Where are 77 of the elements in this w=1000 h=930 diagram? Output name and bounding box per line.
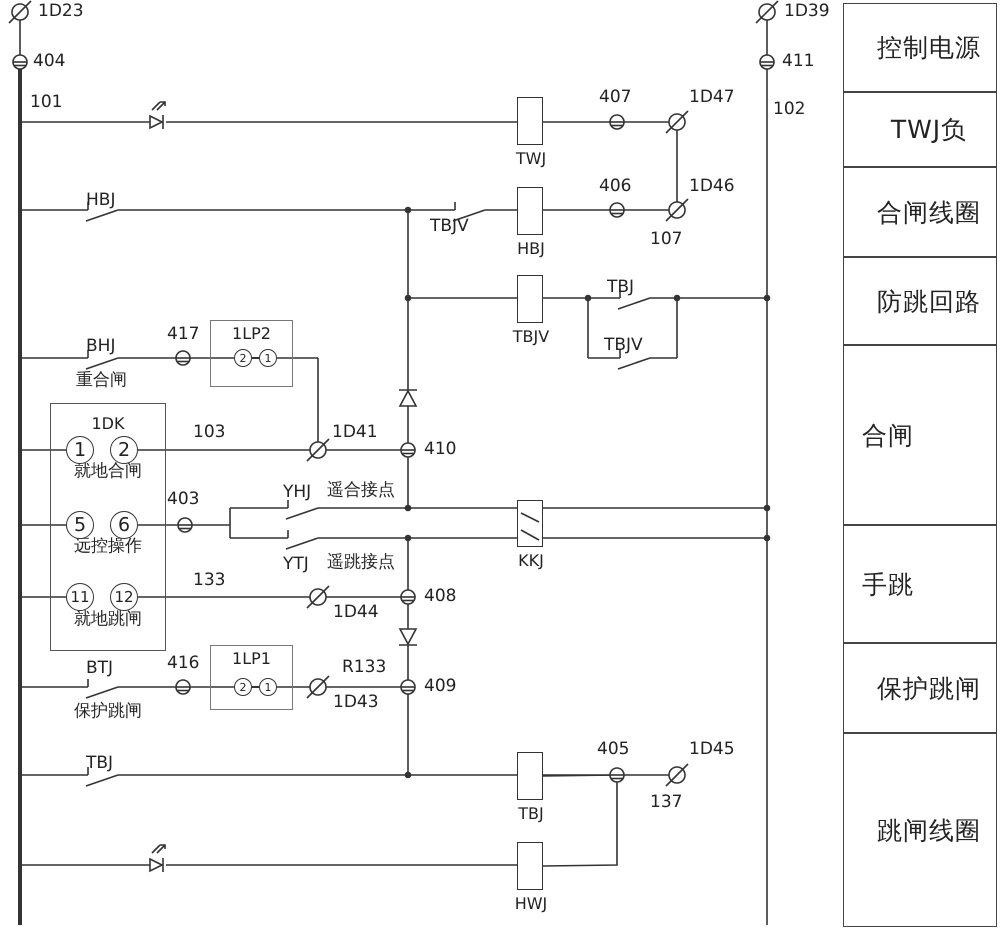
terminal-label: 408 xyxy=(424,588,456,605)
terminal-label: 407 xyxy=(599,89,632,106)
contact-circle: 1 xyxy=(259,349,277,367)
wire-number: 133 xyxy=(193,572,226,589)
wire-number: 101 xyxy=(30,94,62,111)
terminal-label: 411 xyxy=(782,53,814,70)
contact-label: HBJ xyxy=(86,192,116,209)
terminal-label: 1D44 xyxy=(333,604,379,621)
contact-circle: 11 xyxy=(66,583,94,611)
wire-number: 137 xyxy=(650,794,682,811)
contact-label: BTJ xyxy=(86,660,114,677)
terminal-label: 403 xyxy=(167,491,200,508)
section-cell: 防跳回路 xyxy=(843,257,997,345)
contact-circle: 1 xyxy=(259,678,277,696)
wire xyxy=(22,449,66,451)
coil-label: KKJ xyxy=(517,553,545,569)
section-cell: TWJ负 xyxy=(843,92,997,167)
section-cell: 手跳 xyxy=(843,525,997,643)
terminal-label: 1D47 xyxy=(689,89,735,106)
selector-switch-box xyxy=(50,403,166,651)
terminal-label: 1D39 xyxy=(784,3,830,20)
coil-label: HWJ xyxy=(514,896,548,912)
position-label: 就地跳闸 xyxy=(73,611,143,628)
contact-label: TBJ xyxy=(607,279,634,296)
terminal-label: 1D41 xyxy=(332,424,378,441)
contact-circle: 5 xyxy=(66,511,94,539)
terminal-label: 405 xyxy=(597,741,630,758)
terminal-label: 409 xyxy=(424,678,456,695)
contact-caption: 遥合接点 xyxy=(327,482,395,499)
link-bar xyxy=(252,357,259,359)
contact-label: TBJV xyxy=(604,337,643,354)
contact-caption: 重合闸 xyxy=(76,372,127,389)
wire-number: 102 xyxy=(773,101,806,118)
contact-label: YHJ xyxy=(283,484,312,501)
wire-number: 107 xyxy=(650,231,682,248)
contact-circle: 2 xyxy=(234,349,252,367)
contact-label: YTJ xyxy=(283,556,309,573)
coil-label: HBJ xyxy=(516,241,546,257)
link-plate-box xyxy=(210,645,293,710)
wire-number: R133 xyxy=(342,659,386,676)
terminal-label: 404 xyxy=(33,53,66,70)
wire xyxy=(22,524,66,526)
plate-label: 1LP2 xyxy=(231,326,272,342)
contact-label: BHJ xyxy=(86,338,116,355)
terminal-label: 1D23 xyxy=(38,3,84,20)
terminal-label: 417 xyxy=(167,326,200,343)
contact-circle: 1 xyxy=(66,436,94,464)
coil-label: TBJ xyxy=(517,806,545,822)
plate-label: 1LP1 xyxy=(231,651,272,667)
terminal-label: 1D46 xyxy=(689,178,735,195)
section-cell: 合闸线圈 xyxy=(843,167,997,257)
wire xyxy=(22,596,66,598)
terminal-label: 410 xyxy=(424,441,456,458)
coil-label: TBJV xyxy=(512,329,550,345)
terminal-label: 406 xyxy=(599,178,632,195)
coil-label: TWJ xyxy=(514,151,548,167)
section-cell: 合闸 xyxy=(843,345,997,525)
link-plate-box xyxy=(210,320,293,387)
link-bar xyxy=(252,686,259,688)
contact-circle: 12 xyxy=(110,583,138,611)
bus-bar xyxy=(18,69,22,925)
section-cell: 保护跳闸 xyxy=(843,643,997,733)
terminal-label: 416 xyxy=(167,655,200,672)
terminal-label: 1D43 xyxy=(333,694,379,711)
section-cell: 控制电源 xyxy=(843,3,997,92)
contact-label: TBJ xyxy=(86,755,114,772)
contact-caption: 保护跳闸 xyxy=(74,703,142,720)
contact-circle: 2 xyxy=(234,678,252,696)
switch-label: 1DK xyxy=(90,416,126,432)
wire-number: 103 xyxy=(193,424,226,441)
contact-caption: 遥跳接点 xyxy=(327,554,395,571)
section-cell: 跳闸线圈 xyxy=(843,733,997,927)
terminal-label: 1D45 xyxy=(689,741,735,758)
contact-label: TBJV xyxy=(430,218,469,235)
position-label: 远控操作 xyxy=(73,538,143,555)
position-label: 就地合闸 xyxy=(73,463,143,480)
wire xyxy=(542,774,618,867)
